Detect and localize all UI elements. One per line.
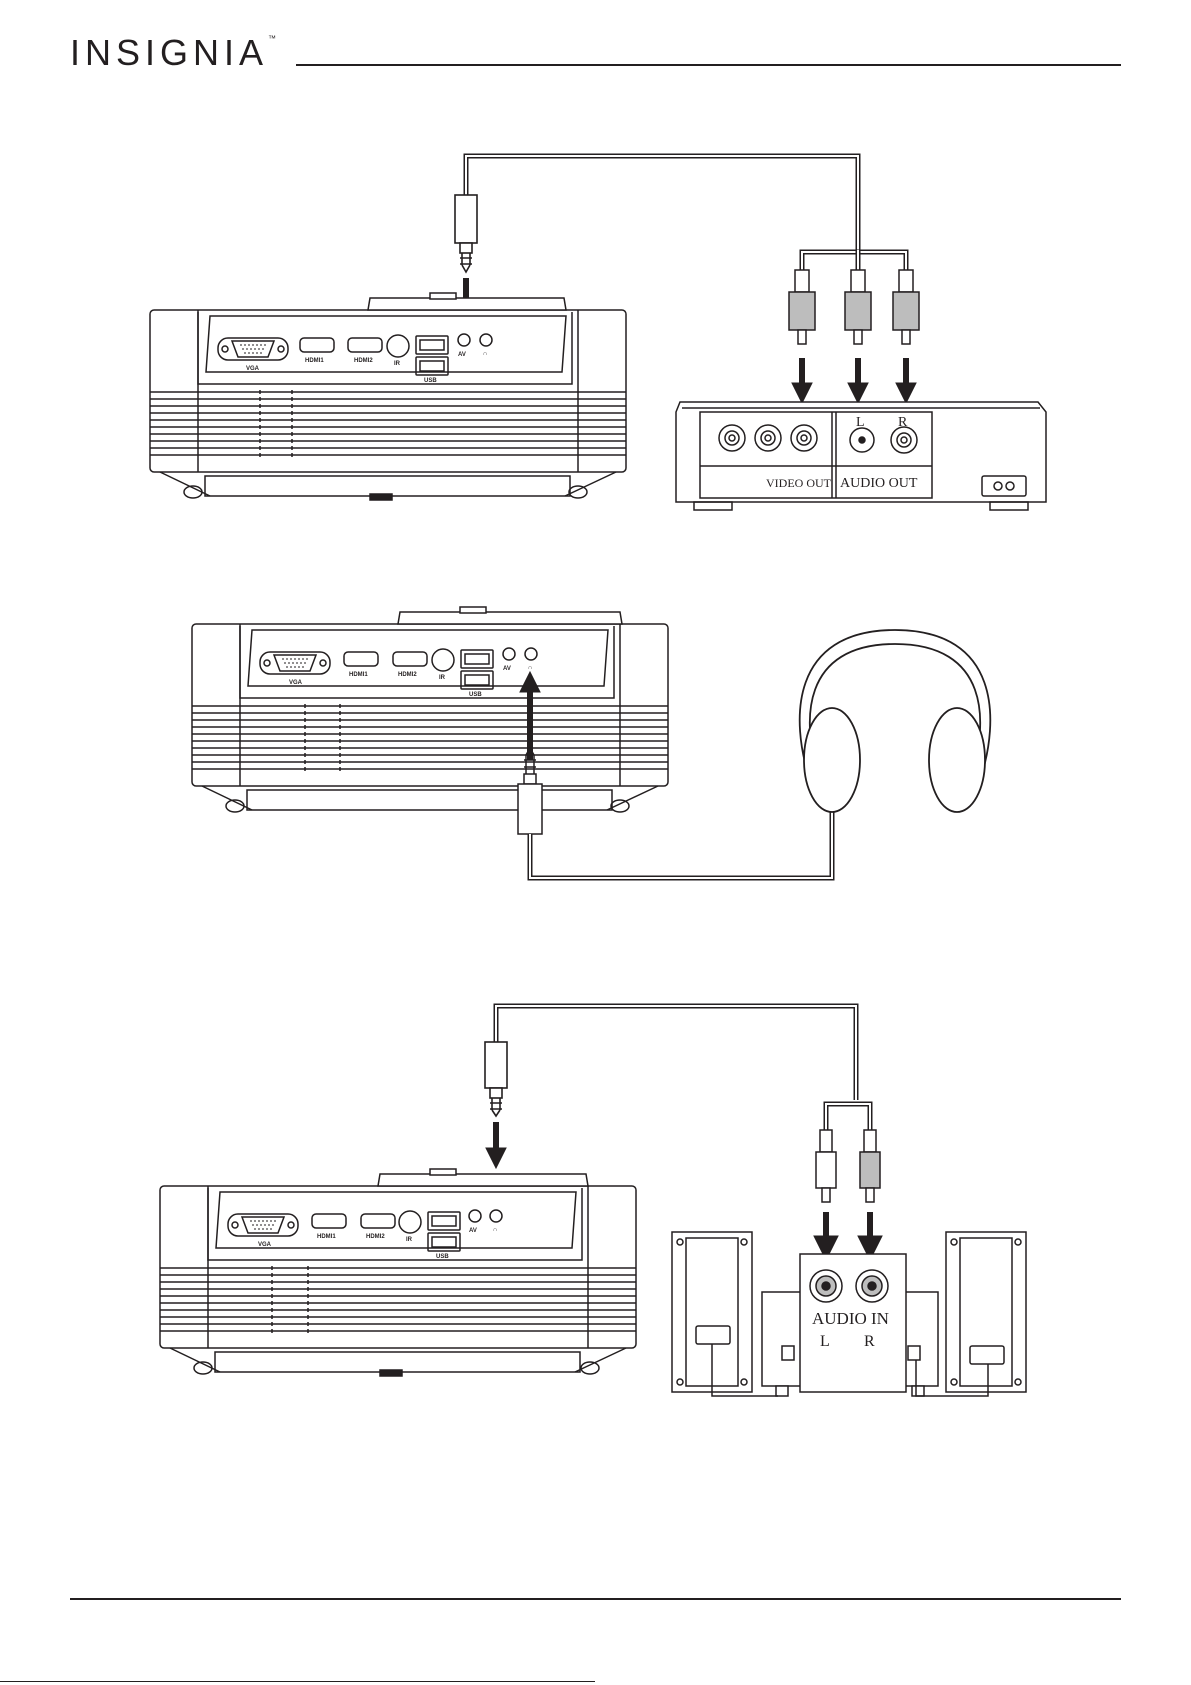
header-rule — [296, 64, 1121, 66]
headphones — [800, 630, 991, 812]
projector — [150, 293, 626, 500]
footer-rule — [70, 1598, 1121, 1600]
projector — [160, 1169, 636, 1376]
ir-label: IR — [439, 675, 446, 681]
brand-name: INSIGNIA — [70, 32, 268, 73]
figure-av-source: VGA HDMI1 HDMI2 IR USB AV ∩ VIDEO OUT AU… — [0, 140, 1191, 520]
figure-headphones: VGA HDMI1 HDMI2 IR USB AV ∩ — [0, 610, 1191, 910]
av-label: AV — [458, 352, 466, 358]
usb-label: USB — [469, 692, 482, 698]
rca-plugs — [789, 270, 919, 344]
video-out-label: VIDEO OUT — [766, 476, 832, 490]
av-label: AV — [503, 666, 511, 672]
right-channel-label: R — [898, 415, 908, 430]
page-edge-rule — [0, 1681, 595, 1682]
usb-label: USB — [436, 1254, 449, 1260]
audio-out-label: AUDIO OUT — [840, 476, 918, 491]
hdmi2-label: HDMI2 — [398, 672, 417, 678]
hdmi1-label: HDMI1 — [317, 1234, 336, 1240]
ir-label: IR — [394, 361, 401, 367]
headphone-icon: ∩ — [483, 351, 487, 357]
headphone-icon: ∩ — [493, 1227, 497, 1233]
left-channel-label: L — [856, 415, 865, 430]
vga-label: VGA — [289, 680, 303, 686]
trademark: ™ — [268, 34, 276, 43]
hdmi2-label: HDMI2 — [366, 1234, 385, 1240]
vga-label: VGA — [246, 366, 260, 372]
figure-speakers: VGA HDMI1 HDMI2 IR USB AV ∩ AUDIO IN L R — [0, 1000, 1191, 1400]
vga-label: VGA — [258, 1242, 272, 1248]
hdmi2-label: HDMI2 — [354, 358, 373, 364]
left-channel-label: L — [820, 1333, 830, 1350]
projector — [192, 607, 668, 812]
hdmi1-label: HDMI1 — [349, 672, 368, 678]
av-label: AV — [469, 1228, 477, 1234]
usb-label: USB — [424, 378, 437, 384]
right-channel-label: R — [864, 1333, 875, 1350]
brand-logo: INSIGNIA™ — [70, 32, 276, 74]
rca-plugs — [816, 1130, 880, 1202]
headphone-icon: ∩ — [528, 665, 532, 671]
hdmi1-label: HDMI1 — [305, 358, 324, 364]
audio-in-label: AUDIO IN — [812, 1309, 889, 1328]
ir-label: IR — [406, 1237, 413, 1243]
